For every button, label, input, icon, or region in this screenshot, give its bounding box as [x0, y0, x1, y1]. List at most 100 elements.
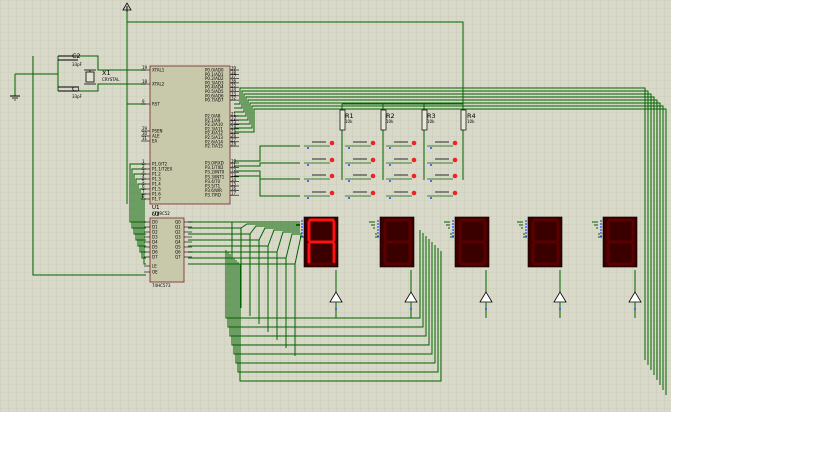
keypad-pin-dot: [307, 164, 309, 166]
mcu-pin-label: P1.2: [152, 172, 161, 177]
mcu-pin-number: 2: [142, 164, 145, 169]
capacitor-c2[interactable]: C2 33pF: [58, 52, 83, 67]
keypad-button[interactable]: [427, 190, 458, 199]
keypad-pin-dot: [307, 197, 309, 199]
crystal-value: CRYSTAL: [102, 77, 120, 82]
mcu-pin-number: 15: [231, 182, 237, 187]
keypad-button[interactable]: [427, 157, 458, 166]
keypad-button[interactable]: [386, 140, 417, 149]
mcu-pin-number: 28: [231, 142, 237, 147]
keypad-button[interactable]: [304, 140, 335, 149]
mcu-pin-label: P0.2/AD2: [205, 76, 224, 81]
wire: [234, 93, 652, 370]
keypad-button[interactable]: [345, 157, 376, 166]
mcu-pin-label: P2.5/A13: [205, 135, 223, 140]
mcu-pin-number: 22: [231, 116, 237, 121]
c1-value: 33pF: [72, 94, 83, 99]
wire: [234, 90, 649, 365]
mcu-pin-number: 8: [142, 194, 145, 199]
mcu-pin-number: 34: [231, 87, 237, 92]
mcu-pin-number: 18: [142, 79, 148, 84]
display-pin-dot: [525, 229, 527, 231]
keypad-button[interactable]: [345, 190, 376, 199]
keypad-button[interactable]: [304, 173, 335, 182]
display-pin-dot: [525, 226, 527, 228]
wire: [234, 105, 664, 390]
mcu-pin-label: P1.1/T2EX: [152, 167, 173, 172]
keypad-button[interactable]: [427, 140, 458, 149]
crystal-x1[interactable]: X1 CRYSTAL: [84, 69, 120, 85]
latch-pin-label: D3: [152, 235, 158, 240]
mcu-pin-label: ALE: [152, 134, 160, 139]
display-pin-dot: [600, 235, 602, 237]
keypad-button[interactable]: [345, 173, 376, 182]
mcu-pin-number: 39: [231, 66, 237, 71]
display-pin-dot: [452, 232, 454, 234]
mcu-pin-label: P0.4/AD4: [205, 85, 224, 90]
resistor-r1[interactable]: R1 10k: [339, 109, 354, 131]
mcu-pin-label: P3.4/T0: [205, 179, 221, 184]
wire: [233, 242, 433, 355]
keypad-button[interactable]: [427, 173, 458, 182]
latch-pin-label: D0: [152, 220, 158, 225]
resistor-r3[interactable]: R3 10k: [421, 109, 436, 131]
keypad-button[interactable]: [386, 190, 417, 199]
latch-pin-label: Q3: [175, 235, 181, 240]
mcu-pin-label: P0.3/AD3: [205, 80, 224, 85]
mcu-pin-number: 24: [231, 124, 237, 129]
r3-value: 10k: [427, 119, 435, 124]
driver-bank: [329, 270, 642, 318]
wire: [225, 230, 421, 319]
display-pin-dot: [525, 232, 527, 234]
resistor-r2[interactable]: R2 10k: [380, 109, 395, 131]
mcu-pin-number: 19: [142, 65, 148, 70]
latch-ref: U2: [152, 212, 160, 218]
keypad-led-icon: [452, 173, 458, 179]
wire: [231, 239, 430, 346]
mcu-pin-number: 29: [142, 126, 148, 131]
mcu-pin-label: P2.0/A8: [205, 114, 221, 119]
keypad-button[interactable]: [304, 190, 335, 199]
wire: [249, 225, 300, 235]
wire: [234, 102, 661, 385]
capacitor-c1[interactable]: C1 33pF: [58, 85, 83, 99]
driver-pin-dot: [559, 308, 561, 310]
latch-pin-label: Q4: [175, 240, 181, 245]
keypad-led-icon: [452, 190, 458, 196]
keypad-button[interactable]: [386, 157, 417, 166]
keypad-pin-dot: [348, 147, 350, 149]
mcu-pin-number: 36: [231, 78, 237, 83]
mcu-pin-number: 16: [231, 186, 237, 191]
mcu-pin-label: P3.1/TXD: [205, 165, 223, 170]
keypad-button[interactable]: [345, 140, 376, 149]
keypad-button[interactable]: [304, 157, 335, 166]
latch-pin-label: Q0: [175, 220, 181, 225]
wire: [234, 108, 667, 395]
mcu-pin-label: P2.1/A9: [205, 118, 221, 123]
ground-symbol: [10, 74, 20, 101]
wire: [239, 251, 442, 382]
power-terminal: [122, 2, 132, 12]
display-pin-dot: [301, 220, 303, 222]
mcu-pin-number: 27: [231, 137, 237, 142]
resistor-r4[interactable]: R4 10k: [460, 109, 476, 131]
r3-ref: R3: [427, 112, 436, 120]
wire: [234, 162, 300, 167]
wire: [234, 145, 300, 162]
wire: [267, 229, 300, 247]
mcu-pin-label: P0.1/AD1: [205, 72, 224, 77]
mcu-u1[interactable]: XTAL119XTAL218RST9PSEN29ALE30EA31P1.0/T2…: [141, 65, 239, 216]
mcu-pin-label: P1.3: [152, 177, 161, 182]
keypad-button[interactable]: [386, 173, 417, 182]
mcu-pin-label: XTAL1: [152, 68, 165, 73]
mcu-pin-number: 4: [142, 174, 145, 179]
mcu-pin-label: P1.7: [152, 197, 161, 202]
display-pin-dot: [600, 232, 602, 234]
keypad-led-icon: [411, 157, 417, 163]
c1-ref: C1: [72, 85, 81, 93]
